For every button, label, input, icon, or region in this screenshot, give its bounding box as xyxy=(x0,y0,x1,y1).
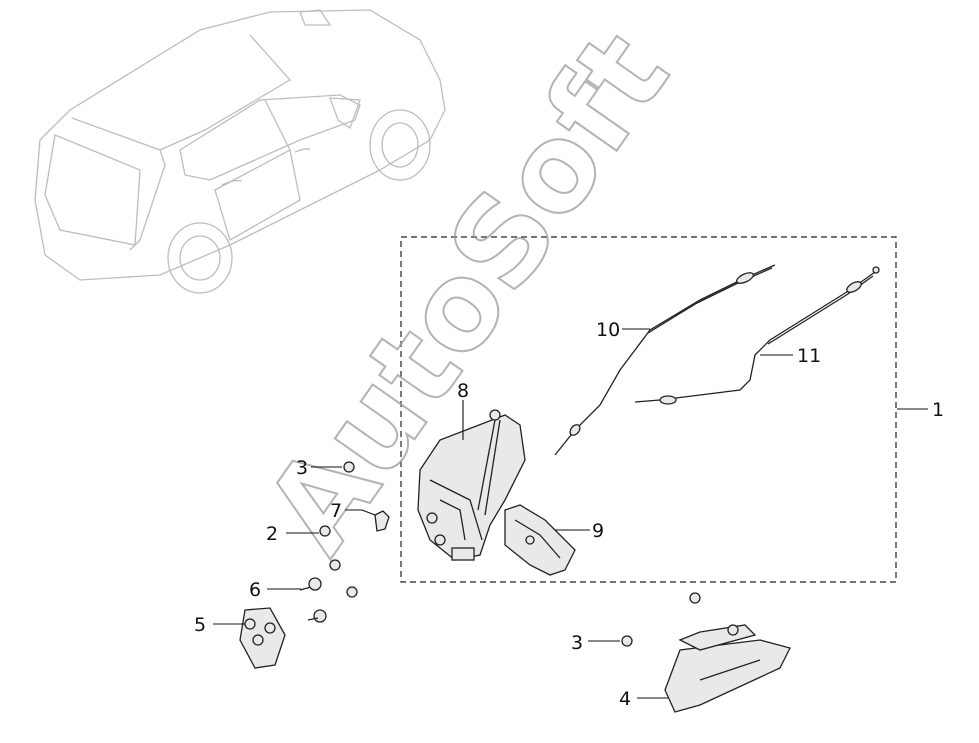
callout-10: 10 xyxy=(596,319,620,341)
callout-2: 2 xyxy=(266,523,278,545)
callout-3-lower: 3 xyxy=(571,632,583,654)
outside-door-handle xyxy=(664,624,791,713)
inner-handle-cable xyxy=(554,264,776,456)
door-striker xyxy=(239,607,286,669)
leader-lines xyxy=(213,328,928,699)
callout-8: 8 xyxy=(457,380,469,402)
callout-5: 5 xyxy=(194,614,206,636)
fasteners xyxy=(299,461,701,647)
door-latch-assembly xyxy=(417,409,526,561)
vehicle-outline xyxy=(34,9,446,294)
callout-11: 11 xyxy=(797,345,821,367)
callout-6: 6 xyxy=(249,579,261,601)
callout-7: 7 xyxy=(330,500,342,522)
callout-labels: 1 10 11 8 9 3 7 2 6 5 3 4 xyxy=(194,319,944,710)
callout-4: 4 xyxy=(619,688,631,710)
callout-3-upper: 3 xyxy=(296,457,308,479)
callout-1: 1 xyxy=(932,399,944,421)
lock-knob-cable xyxy=(634,266,880,405)
callout-9: 9 xyxy=(592,520,604,542)
door-lock-actuator xyxy=(504,504,576,576)
